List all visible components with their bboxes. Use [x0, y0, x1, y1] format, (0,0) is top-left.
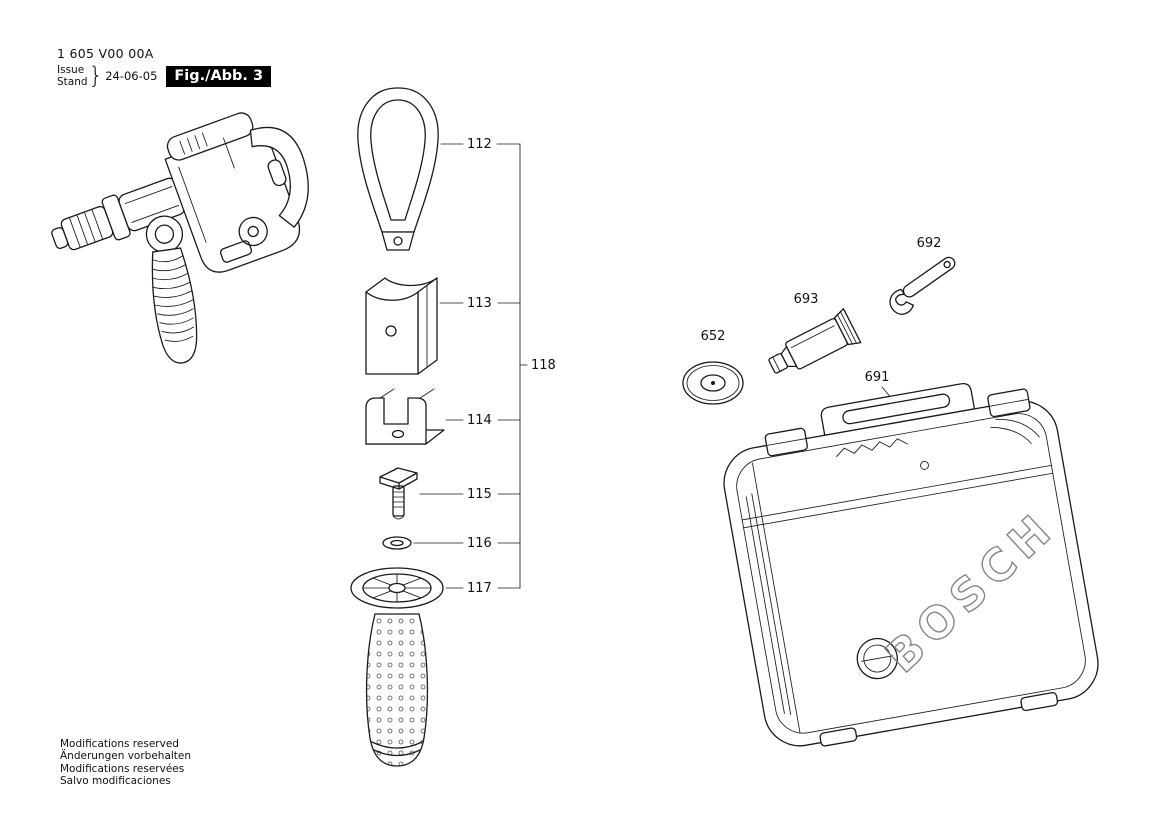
callout-118: 118 — [531, 358, 556, 373]
drill-illustration — [51, 112, 309, 364]
callout-691: 691 — [865, 370, 890, 385]
callout-115: 115 — [467, 487, 492, 502]
issue-date: 24-06-05 — [105, 69, 158, 83]
footer-line-fr: Modifications reservées — [60, 762, 185, 775]
brace-glyph: } — [88, 63, 104, 89]
issue-label: Issue — [57, 63, 85, 76]
callout-116: 116 — [467, 536, 492, 551]
part-sealing-disc-652 — [682, 361, 744, 405]
case-foot-right — [1020, 692, 1059, 712]
footer-line-es: Salvo modificaciones — [60, 775, 171, 788]
callout-652: 652 — [701, 329, 726, 344]
case-foot-left — [819, 727, 858, 747]
case-grip-ridges — [836, 438, 908, 457]
figure-badge: Fig./Abb. 3 — [166, 65, 272, 87]
title-block: 1 605 V00 00A Issue Stand } 24-06-05 Fig… — [57, 46, 272, 89]
callout-114: 114 — [467, 413, 492, 428]
part-hook-spanner-692 — [889, 256, 956, 315]
stand-label: Stand — [57, 76, 88, 88]
bosch-logo-icon — [856, 637, 898, 680]
case-handle-slot — [842, 393, 951, 425]
callout-692: 692 — [917, 236, 942, 251]
part-grip-handle-117 — [350, 567, 444, 767]
callout-112: 112 — [467, 137, 492, 152]
footer-line-en: Modifications reserved — [60, 738, 179, 750]
callout-113: 113 — [467, 296, 492, 311]
part-number: 1 605 V00 00A — [57, 46, 154, 61]
modifications-note: Modifications reserved Änderungen vorbeh… — [60, 738, 191, 788]
drill-side-handle — [145, 215, 198, 364]
part-strap-loop-112 — [357, 87, 439, 251]
part-carrying-case-691: BOSCH — [723, 382, 1099, 747]
part-clamp-114 — [365, 388, 445, 445]
part-bracket-box-113 — [365, 277, 438, 375]
footer-line-de: Änderungen vorbehalten — [60, 750, 192, 763]
callout-117: 117 — [467, 581, 492, 596]
part-screw-115 — [379, 467, 418, 520]
part-grease-tube-693 — [768, 308, 862, 374]
part-washer-116 — [382, 536, 412, 550]
case-shell — [723, 400, 1099, 747]
callout-693: 693 — [794, 292, 819, 307]
